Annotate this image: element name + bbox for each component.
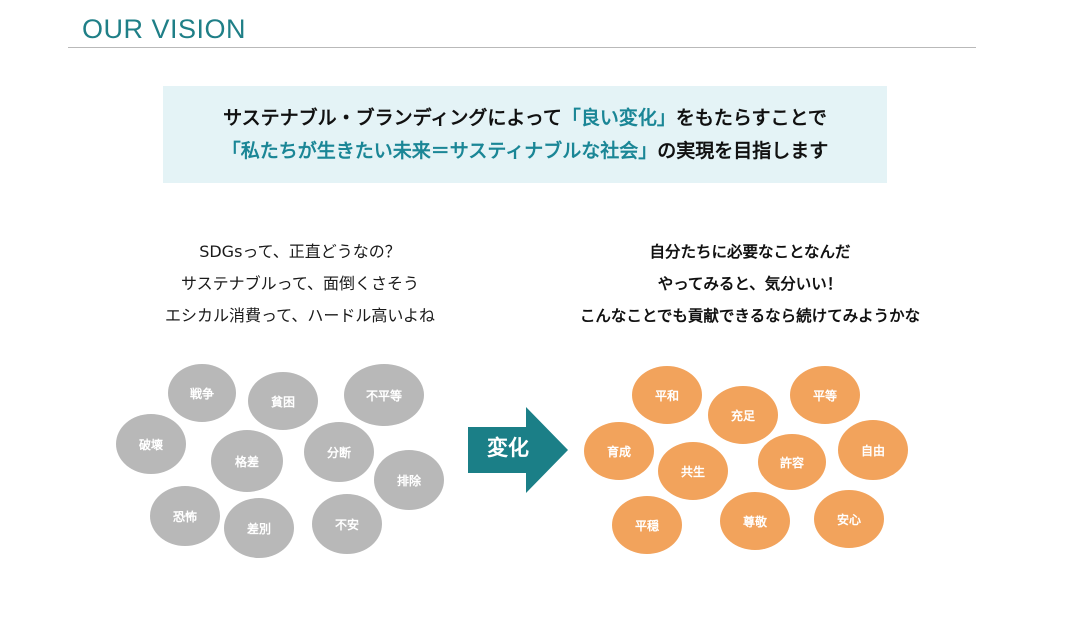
banner-line-2: 「私たちが生きたい未来＝サスティナブルな社会」の実現を目指します <box>163 135 887 168</box>
negative-bubble: 分断 <box>304 422 374 482</box>
negative-bubble: 戦争 <box>168 364 236 422</box>
negative-bubble: 格差 <box>211 430 283 492</box>
negative-bubble: 不安 <box>312 494 382 554</box>
after-statements: 自分たちに必要なことなんだ やってみると、気分いい！ こんなことでも貢献できるな… <box>545 236 955 332</box>
positive-bubble: 平和 <box>632 366 702 424</box>
page-title: OUR VISION <box>82 14 247 44</box>
banner-line-1-pre: サステナブル・ブランディングによって <box>223 107 562 129</box>
negative-bubble: 破壊 <box>116 414 186 474</box>
positive-bubble: 平穏 <box>612 496 682 554</box>
after-statement: こんなことでも貢献できるなら続けてみようかな <box>579 307 921 325</box>
after-statement: やってみると、気分いい！ <box>657 275 843 293</box>
change-arrow-icon <box>468 407 568 493</box>
positive-bubble: 安心 <box>814 490 884 548</box>
positive-bubble: 自由 <box>838 420 908 480</box>
positive-bubble: 育成 <box>584 422 654 480</box>
before-statement: SDGsって、正直どうなの？ <box>199 242 401 261</box>
positive-bubble: 共生 <box>658 442 728 500</box>
negative-bubble: 恐怖 <box>150 486 220 546</box>
before-statement: エシカル消費って、ハードル高いよね <box>164 306 436 325</box>
banner-line-2-post: の実現を目指します <box>657 140 829 162</box>
after-statement: 自分たちに必要なことなんだ <box>649 243 851 261</box>
banner-line-2-highlight: 「私たちが生きたい未来＝サスティナブルな社会」 <box>221 140 658 162</box>
banner-line-1-post: をもたらすことで <box>675 107 827 129</box>
positive-bubble: 充足 <box>708 386 778 444</box>
negative-bubble: 排除 <box>374 450 444 510</box>
before-statements: SDGsって、正直どうなの？ サステナブルって、面倒くさそう エシカル消費って、… <box>120 236 480 332</box>
before-statement: サステナブルって、面倒くさそう <box>180 274 420 293</box>
positive-bubble: 尊敬 <box>720 492 790 550</box>
banner-line-1-highlight: 「良い変化」 <box>561 107 676 129</box>
negative-bubble: 差別 <box>224 498 294 558</box>
positive-bubble: 許容 <box>758 434 826 490</box>
positive-bubble: 平等 <box>790 366 860 424</box>
negative-bubble: 貧困 <box>248 372 318 430</box>
vision-banner: サステナブル・ブランディングによって「良い変化」をもたらすことで 「私たちが生き… <box>163 86 887 183</box>
negative-bubble: 不平等 <box>344 364 424 426</box>
banner-line-1: サステナブル・ブランディングによって「良い変化」をもたらすことで <box>163 102 887 135</box>
title-divider <box>68 47 976 48</box>
arrow-label: 変化 <box>487 436 529 460</box>
